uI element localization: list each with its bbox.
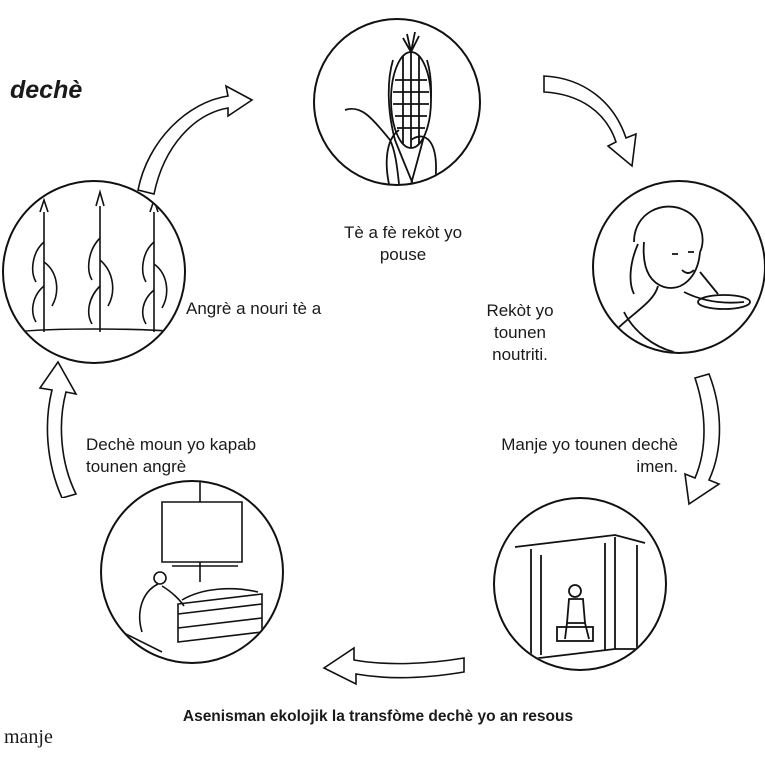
corn-cob-illustration (313, 18, 481, 186)
step-label-human-waste: Manje yo tounen dechè imen. (501, 435, 678, 476)
step-label-nutrition: Rekòt yo tounen noutriti. (486, 301, 554, 364)
woman-eating-illustration (592, 180, 765, 354)
cycle-arrow-icon (38, 360, 78, 498)
corn-cob-icon (344, 31, 437, 184)
cycle-arrow-icon (322, 646, 465, 686)
corn-plants-icon (13, 189, 183, 333)
diagram-title: dechè (10, 76, 83, 104)
compost-bin-icon (121, 482, 263, 653)
diagram-caption: Asenisman ekolojik la transfòme dechè yo… (182, 708, 574, 725)
latrine-icon (514, 534, 646, 660)
cycle-arrow-icon (684, 373, 721, 506)
partial-text: manje (4, 726, 53, 748)
cycle-arrow-icon (137, 84, 254, 195)
step-label-crops-grow: Tè a fè rekòt yo pouse (343, 223, 463, 264)
woman-eating-icon (613, 205, 751, 352)
cycle-arrow-icon (543, 75, 637, 168)
latrine-illustration (493, 497, 667, 671)
compost-bin-illustration (100, 480, 284, 664)
corn-plants-illustration (2, 180, 186, 364)
step-label-soil-nourished: Angrè a nouri tè a (186, 299, 322, 318)
step-label-fertilizer: Dechè moun yo kapab tounen angrè (86, 435, 257, 476)
